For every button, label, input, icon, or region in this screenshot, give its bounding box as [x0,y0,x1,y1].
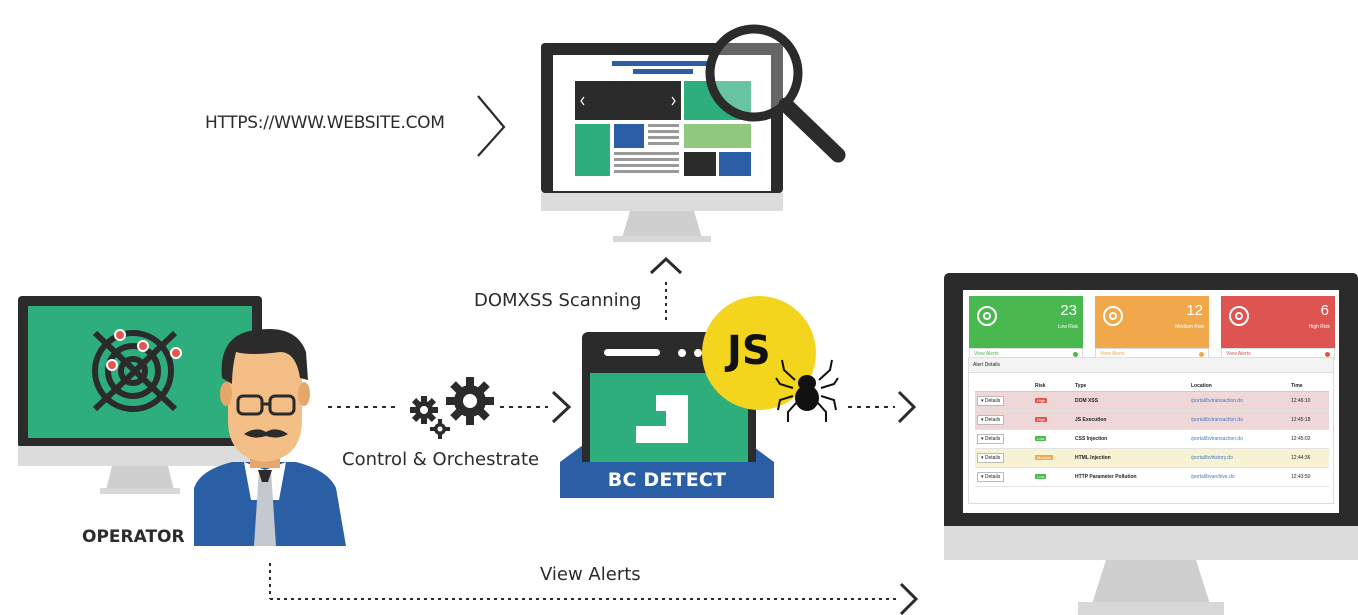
target-icon [977,306,997,326]
alert-time: 12:44:36 [1289,448,1329,468]
alert-type: HTTP Parameter Pollution [1073,467,1189,487]
column-header: Type [1073,380,1189,392]
details-button[interactable]: ▾ Details [977,396,1005,406]
website-monitor [541,43,783,242]
up-arrow-icon [649,256,683,275]
domxss-scanning-label: DOMXSS Scanning [474,290,642,311]
alert-type: CSS Injection [1073,429,1189,449]
details-button[interactable]: ▾ Details [977,453,1005,463]
table-row: ▾ Details High JS Execution/portal/bvtrans… [975,410,1329,430]
view-alerts-text: View Alerts [1226,351,1251,357]
details-button-label: Details [984,417,1001,423]
column-header [975,380,1033,392]
alert-time: 12:45:18 [1289,410,1329,430]
js-badge-label: JS [727,328,771,374]
table-row: ▾ Details High DOM XSS/portal/bvtransactio… [975,391,1329,411]
operator-monitor [18,296,262,494]
risk-count: 23 [1060,302,1077,319]
alert-type: JS Execution [1073,410,1189,430]
alert-location-link[interactable]: /portal/bvhistory.do [1189,448,1289,468]
alert-time: 12:46:10 [1289,391,1329,411]
operator-label: OPERATOR [82,527,185,547]
details-button[interactable]: ▾ Details [977,472,1005,482]
details-button-label: Details [984,436,1001,442]
view-alerts-text: View Alerts [974,351,999,357]
column-header: Location [1189,380,1289,392]
details-button[interactable]: ▾ Details [977,434,1005,444]
table-row: ▾ Details Low CSS Injection/portal/bvtrans… [975,429,1329,449]
right-arrow-icon [551,390,572,424]
alert-location-link[interactable]: /portal/bvtransaction.do [1189,410,1289,430]
operator-figure [194,328,346,546]
risk-badge: Medium [1035,455,1054,460]
table-row: ▾ Details Low HTTP Parameter Pollution/por… [975,467,1329,487]
risk-level-label: Medium Risk [1175,324,1204,330]
risk-count: 12 [1186,302,1203,319]
alert-location-link[interactable]: /portal/bvtransaction.do [1189,391,1289,411]
right-arrow-icon [897,390,917,424]
js-badge [702,296,816,410]
target-icon [1229,306,1249,326]
risk-badge: Low [1035,474,1047,479]
details-button-label: Details [984,398,1001,404]
arrow-circle-icon [1325,352,1330,357]
risk-count: 6 [1320,302,1329,319]
alert-type: HTML Injection [1073,448,1189,468]
gears-icon [410,377,494,439]
alert-location-link[interactable]: /portal/bvarchive.do [1189,467,1289,487]
table-row: ▾ Details Medium HTML Injection/portal/bvh… [975,448,1329,468]
risk-level-label: Low Risk [1057,324,1078,330]
target-icon [1103,306,1123,326]
arrow-circle-icon [1073,352,1078,357]
alert-type: DOM XSS [1073,391,1189,411]
alert-location-link[interactable]: /portal/bvtransaction.do [1189,429,1289,449]
details-button-label: Details [984,474,1001,480]
risk-level-label: High Risk [1308,324,1330,330]
column-header: Risk [1033,380,1073,392]
column-header: Time [1289,380,1329,392]
website-url-label: HTTPS://WWW.WEBSITE.COM [205,113,445,133]
risk-badge: High [1035,398,1048,403]
panel-title: Alert Details [969,358,1333,373]
alert-time: 12:45:02 [1289,429,1329,449]
risk-badge: Low [1035,436,1047,441]
arrow-circle-icon [1199,352,1204,357]
risk-badge: High [1035,417,1048,422]
view-alerts-label: View Alerts [540,564,641,585]
bc-detect-browser-banner: BC DETECT BROWSER [560,462,774,527]
right-arrow-icon [899,582,919,615]
url-chevron-icon [477,95,506,157]
alert-time: 12:43:50 [1289,467,1329,487]
details-button-label: Details [984,455,1001,461]
view-alerts-text: View Alerts [1100,351,1125,357]
magnifier-icon [705,24,846,163]
control-orchestrate-label: Control & Orchestrate [342,449,540,470]
details-button[interactable]: ▾ Details [977,415,1005,425]
spider-icon [775,359,839,422]
